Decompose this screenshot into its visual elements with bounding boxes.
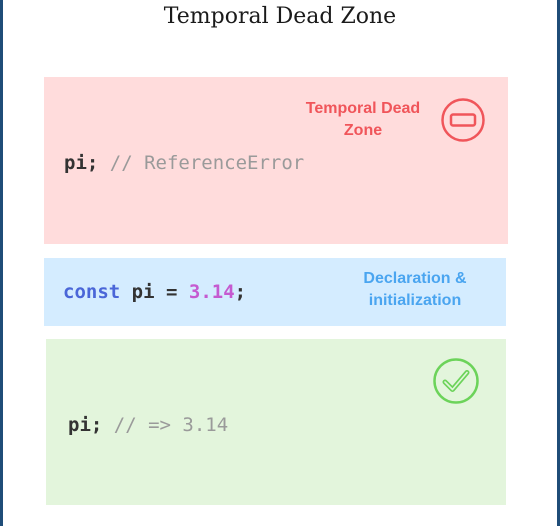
minus-circle-icon bbox=[441, 98, 485, 142]
after-code-var: pi; bbox=[68, 414, 103, 436]
declaration-label-line1: Declaration & bbox=[363, 270, 467, 287]
declaration-label-line2: initialization bbox=[368, 292, 462, 309]
after-code-comment: // => 3.14 bbox=[113, 414, 229, 436]
tdz-label-line2: Zone bbox=[343, 122, 383, 139]
tdz-label-line1: Temporal Dead bbox=[305, 100, 421, 117]
check-circle-icon bbox=[433, 358, 479, 404]
code-operator: = bbox=[166, 281, 178, 303]
after-code-line: pi; // => 3.14 bbox=[68, 414, 228, 436]
tdz-code-comment: // ReferenceError bbox=[109, 152, 305, 174]
tdz-label: Temporal Dead Zone bbox=[288, 98, 438, 142]
diagram-title: Temporal Dead Zone bbox=[163, 4, 397, 29]
code-number: 3.14 bbox=[188, 281, 235, 303]
declaration-code-line: const pi = 3.14; bbox=[63, 281, 246, 303]
after-init-panel: pi; // => 3.14 bbox=[46, 339, 506, 505]
declaration-label: Declaration & initialization bbox=[340, 268, 490, 312]
code-semicolon: ; bbox=[234, 281, 247, 303]
tdz-panel: pi; // ReferenceError Temporal Dead Zone bbox=[44, 77, 508, 244]
tdz-code-line: pi; // ReferenceError bbox=[64, 152, 304, 174]
tdz-code-var: pi; bbox=[64, 152, 99, 174]
code-identifier: pi bbox=[131, 281, 155, 303]
declaration-panel: const pi = 3.14; Declaration & initializ… bbox=[44, 258, 506, 326]
code-keyword: const bbox=[63, 281, 121, 303]
